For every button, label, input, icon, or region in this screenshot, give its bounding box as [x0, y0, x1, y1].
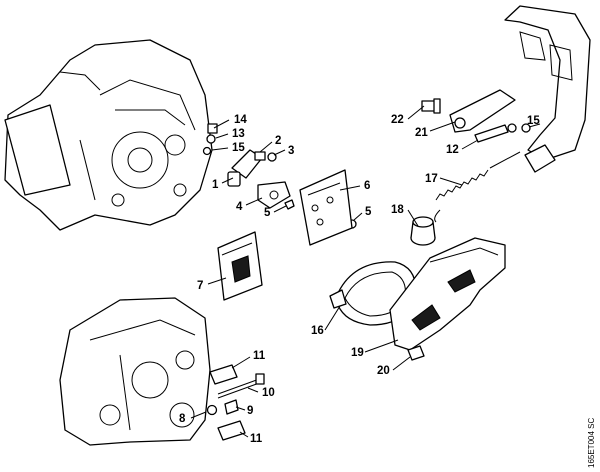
- callout-7: 7: [197, 280, 203, 292]
- callout-3: 3: [288, 145, 294, 157]
- callout-12: 12: [446, 144, 459, 156]
- part-17-spring: [434, 151, 521, 223]
- callout-8: 8: [179, 413, 186, 425]
- part-21-hand-guard: [449, 5, 591, 173]
- callout-16: 16: [311, 325, 324, 337]
- callout-11: 11: [253, 350, 266, 362]
- part-12-link: [474, 123, 517, 143]
- callout-21: 21: [415, 127, 428, 139]
- callout-1: 1: [212, 179, 219, 191]
- figure-code: 165ET004 SC: [587, 418, 596, 468]
- callout-14: 14: [234, 114, 247, 126]
- callout-4: 4: [236, 201, 243, 213]
- callout-11b: 11: [250, 433, 263, 445]
- callout-17: 17: [425, 173, 438, 185]
- callout-18: 18: [391, 204, 404, 216]
- callout-5b: 5: [365, 206, 372, 218]
- part-13-14-15-hardware: [202, 123, 218, 156]
- part-4-bracket: [257, 181, 291, 209]
- crankcase-upper: [4, 39, 213, 231]
- callout-15: 15: [232, 142, 245, 154]
- callout-10: 10: [262, 387, 275, 399]
- part-19-sprocket-cover: [389, 237, 506, 351]
- part-11-plate-upper: [209, 364, 238, 385]
- callout-19: 19: [351, 347, 364, 359]
- callout-20: 20: [377, 365, 390, 377]
- part-6-guide-plate: [299, 169, 353, 246]
- callout-6: 6: [364, 180, 370, 192]
- part-11-plate-lower: [217, 420, 246, 441]
- callout-numbers: 14 13 15 2 3 1 4 5 6 5 7 8 9 11 10 11 22…: [179, 114, 540, 445]
- callout-5: 5: [264, 207, 271, 219]
- leader-lines: [190, 105, 541, 438]
- callout-13: 13: [232, 128, 245, 140]
- callout-9: 9: [247, 405, 253, 417]
- crankcase-lower: [59, 297, 211, 446]
- callout-15b: 15: [527, 115, 540, 127]
- part-2-3-pump-fittings: [254, 151, 277, 162]
- part-22-stud: [421, 98, 441, 114]
- part-8-9-fasteners: [206, 399, 239, 416]
- part-7-cover-plate: [217, 231, 263, 301]
- part-18-sleeve: [410, 216, 436, 246]
- part-15-washer: [521, 123, 531, 133]
- callout-2: 2: [275, 135, 281, 147]
- part-20-nut: [407, 345, 425, 361]
- part-10-bolt: [217, 373, 265, 399]
- callout-22: 22: [391, 114, 404, 126]
